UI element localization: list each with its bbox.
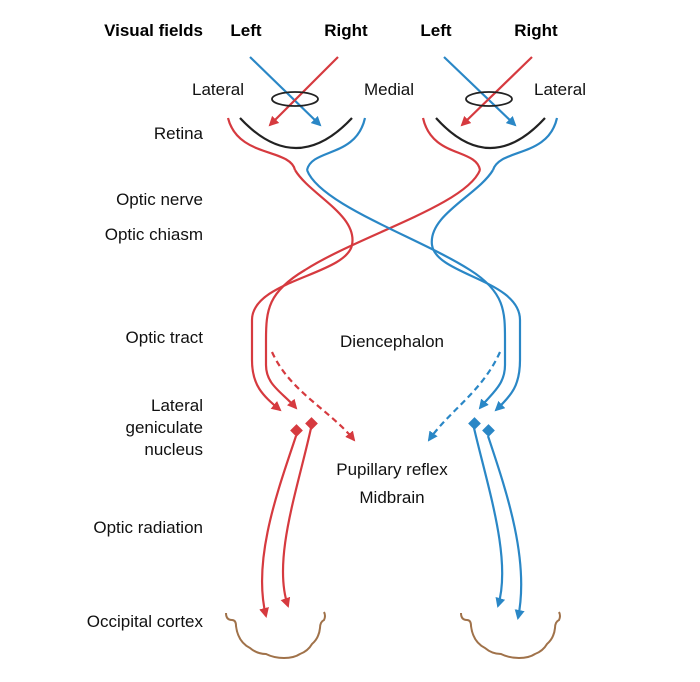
- lateral-label-right: Lateral: [534, 80, 586, 99]
- lgn-label-line1: Lateral: [151, 396, 203, 415]
- left-field-label-left-eye: Left: [230, 21, 262, 40]
- lgn-left-node-1: [290, 424, 303, 437]
- optic-radiation-left-2: [280, 427, 313, 608]
- right-field-label-left-eye: Right: [324, 21, 368, 40]
- light-ray-left-eye-from-left-field: [249, 56, 322, 127]
- optic-nerve-label: Optic nerve: [116, 190, 203, 209]
- lgn-right-node-1: [468, 417, 481, 430]
- lens-left-eye: [271, 91, 319, 107]
- optic-radiation-left-1: [259, 435, 298, 618]
- optic-radiation-label: Optic radiation: [93, 518, 203, 537]
- lgn-left-node-2: [305, 417, 318, 430]
- optic-radiation-right-1: [472, 427, 506, 608]
- crossed-to-right-tract: [305, 169, 507, 410]
- pupillary-reflex-label: Pupillary reflex: [336, 460, 448, 479]
- right-field-label-right-eye: Right: [514, 21, 558, 40]
- optic-tract-label: Optic tract: [126, 328, 204, 347]
- left-field-label-right-eye: Left: [420, 21, 452, 40]
- crossed-to-left-tract: [264, 169, 482, 410]
- pupillary-branch-right: [427, 351, 502, 442]
- occipital-cortex-right: [460, 611, 561, 660]
- lens-right-eye: [465, 91, 513, 107]
- pupillary-branch-left: [270, 351, 356, 442]
- left-eye-nasal-fibers: [305, 117, 367, 171]
- occipital-cortex-label: Occipital cortex: [87, 612, 204, 631]
- right-eye-temporal-fibers: [491, 117, 559, 171]
- lateral-label-left: Lateral: [192, 80, 244, 99]
- retina-right-eye: [435, 117, 546, 149]
- light-ray-right-eye-from-left-field: [443, 56, 517, 127]
- lgn-label-line2: geniculate: [125, 418, 203, 437]
- uncrossed-left-tract: [250, 169, 354, 412]
- midbrain-label: Midbrain: [359, 488, 424, 507]
- visual-fields-header: Visual fields: [104, 21, 203, 40]
- diencephalon-label: Diencephalon: [340, 332, 444, 351]
- occipital-cortex-left: [225, 611, 326, 660]
- left-eye-temporal-fibers: [226, 117, 297, 171]
- optic-chiasm-label: Optic chiasm: [105, 225, 203, 244]
- lgn-label-line3: nucleus: [144, 440, 203, 459]
- lgn-right-node-2: [482, 424, 495, 437]
- uncrossed-right-tract: [430, 169, 522, 412]
- light-ray-right-eye-from-right-field: [460, 56, 533, 127]
- retina-label: Retina: [154, 124, 204, 143]
- right-eye-nasal-fibers: [421, 117, 482, 171]
- light-ray-left-eye-from-right-field: [268, 56, 339, 127]
- medial-label: Medial: [364, 80, 414, 99]
- optic-radiation-right-2: [486, 435, 525, 620]
- retina-left-eye: [239, 117, 353, 149]
